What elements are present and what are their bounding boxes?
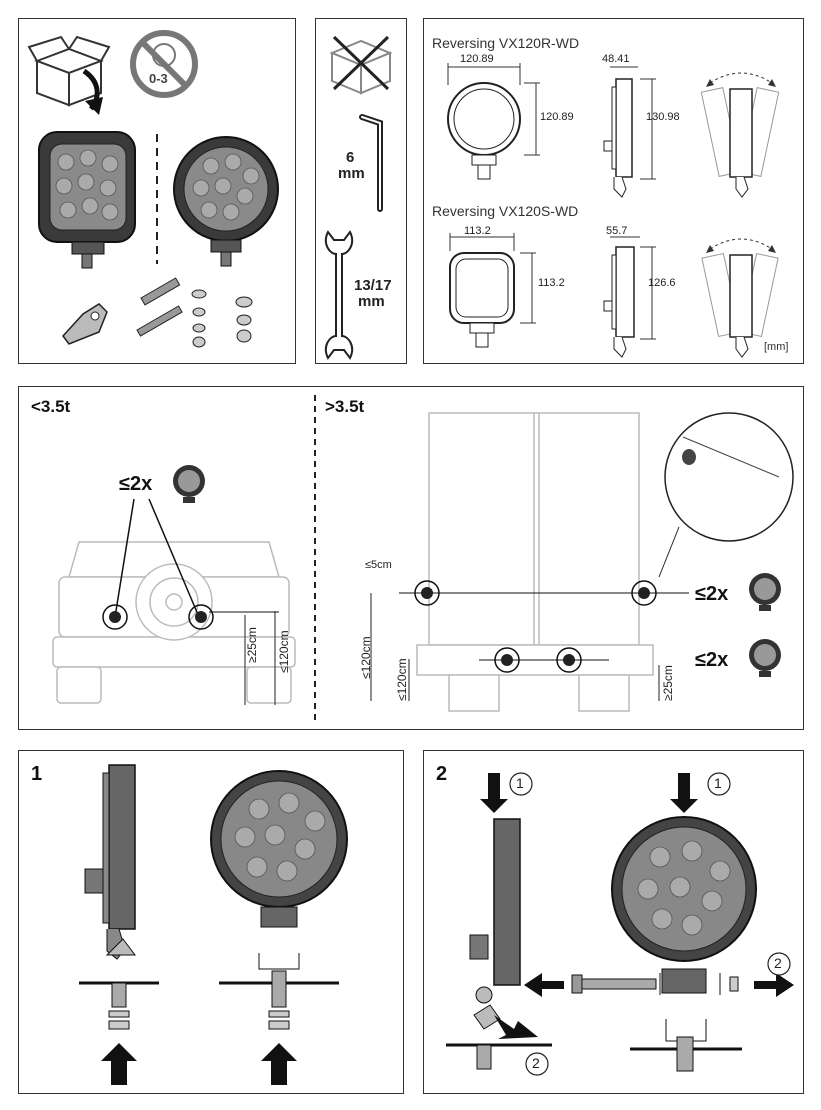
round-lamp-illustration — [173, 136, 279, 267]
square-front-view — [449, 233, 536, 348]
step-1-number: 1 — [31, 763, 43, 785]
marker-1-left: 1 — [516, 775, 524, 791]
square-tilt-view — [701, 238, 779, 358]
upper-quantity-label: ≤2x — [695, 583, 729, 605]
step-1-side-lamp — [79, 764, 159, 1085]
heavy-min-height-label: ≥25cm — [661, 665, 675, 701]
hex-key-icon — [359, 114, 383, 212]
divider-dashed-line — [156, 134, 158, 264]
lower-lamp-icon — [749, 639, 781, 677]
round-side-view — [603, 66, 656, 198]
offroad-vehicle-rear-illustration — [52, 498, 296, 704]
round-depth-label: 48.41 — [602, 53, 630, 65]
step-2-side-lamp — [446, 773, 552, 1070]
upper-lamp-icon — [749, 573, 781, 611]
square-width-label: 113.2 — [464, 225, 491, 237]
lower-quantity-label: ≤2x — [695, 649, 729, 671]
no-box-icon — [329, 35, 393, 95]
square-total-height-label: 126.6 — [648, 277, 676, 289]
marker-2-circle-left — [525, 1052, 549, 1076]
unit-label: [mm] — [764, 341, 789, 353]
step-1-front-lamp — [210, 770, 348, 1085]
side-distance-label: ≤5cm — [365, 559, 392, 571]
panel-step-1: 1 — [18, 750, 404, 1094]
light-vehicle-label: <3.5t — [31, 397, 71, 416]
round-height-label: 120.89 — [540, 111, 574, 123]
package-box-icon — [27, 35, 111, 115]
round-total-height-label: 130.98 — [646, 111, 680, 123]
lamp-icon — [173, 465, 205, 503]
hex-key-size-unit: mm — [338, 165, 365, 182]
panel-step-2: 2 1 2 — [423, 750, 804, 1094]
light-quantity-label: ≤2x — [119, 473, 153, 495]
marker-1-circle-right — [707, 772, 731, 796]
heavy-max-height-upper-label: ≤120cm — [359, 636, 373, 679]
square-depth-label: 55.7 — [606, 225, 628, 237]
heavy-height-dimensions — [370, 593, 660, 701]
wrench-size-number: 13/17 — [354, 277, 392, 294]
square-model-title: Reversing VX120S-WD — [432, 203, 579, 219]
heavy-max-height-lower-label: ≤120cm — [395, 658, 409, 701]
heavy-vehicle-label: >3.5t — [325, 397, 365, 416]
mounting-hardware-illustration — [62, 277, 253, 348]
round-tilt-view — [700, 72, 780, 198]
age-badge: 0-3 — [149, 71, 168, 86]
panel-package-contents: 0-3 — [18, 18, 296, 364]
square-lamp-illustration — [38, 131, 136, 269]
no-children-icon — [130, 30, 198, 98]
square-side-view — [603, 236, 656, 358]
square-height-label: 113.2 — [538, 277, 565, 289]
marker-1-circle-left — [509, 772, 533, 796]
panel-tools: 6 mm 13/17 mm — [315, 18, 407, 364]
wrench-icon — [324, 230, 354, 360]
marker-2-right: 2 — [774, 955, 782, 971]
detail-zoom-circle — [658, 412, 794, 578]
hex-key-size-number: 6 — [346, 149, 355, 166]
light-max-height-label: ≤120cm — [277, 630, 291, 673]
marker-2-left: 2 — [532, 1055, 540, 1071]
panel-dimensions: Reversing VX120R-WD 120.89 120.89 48.41 … — [423, 18, 804, 364]
wrench-size-unit: mm — [358, 293, 385, 310]
truck-rear-illustration — [399, 412, 689, 712]
round-front-view — [447, 63, 540, 180]
marker-2-circle-right — [767, 952, 791, 976]
round-model-title: Reversing VX120R-WD — [432, 35, 580, 51]
step-2-front-lamp — [524, 773, 794, 1072]
light-height-dimensions — [244, 611, 276, 705]
panel-mounting-positions: <3.5t >3.5t ≤2x ≥25cm ≤120cm — [18, 386, 804, 730]
round-width-label: 120.89 — [460, 53, 494, 65]
step-2-number: 2 — [436, 763, 448, 785]
light-min-height-label: ≥25cm — [245, 627, 259, 663]
marker-1-right: 1 — [714, 775, 722, 791]
section-divider — [314, 395, 316, 725]
